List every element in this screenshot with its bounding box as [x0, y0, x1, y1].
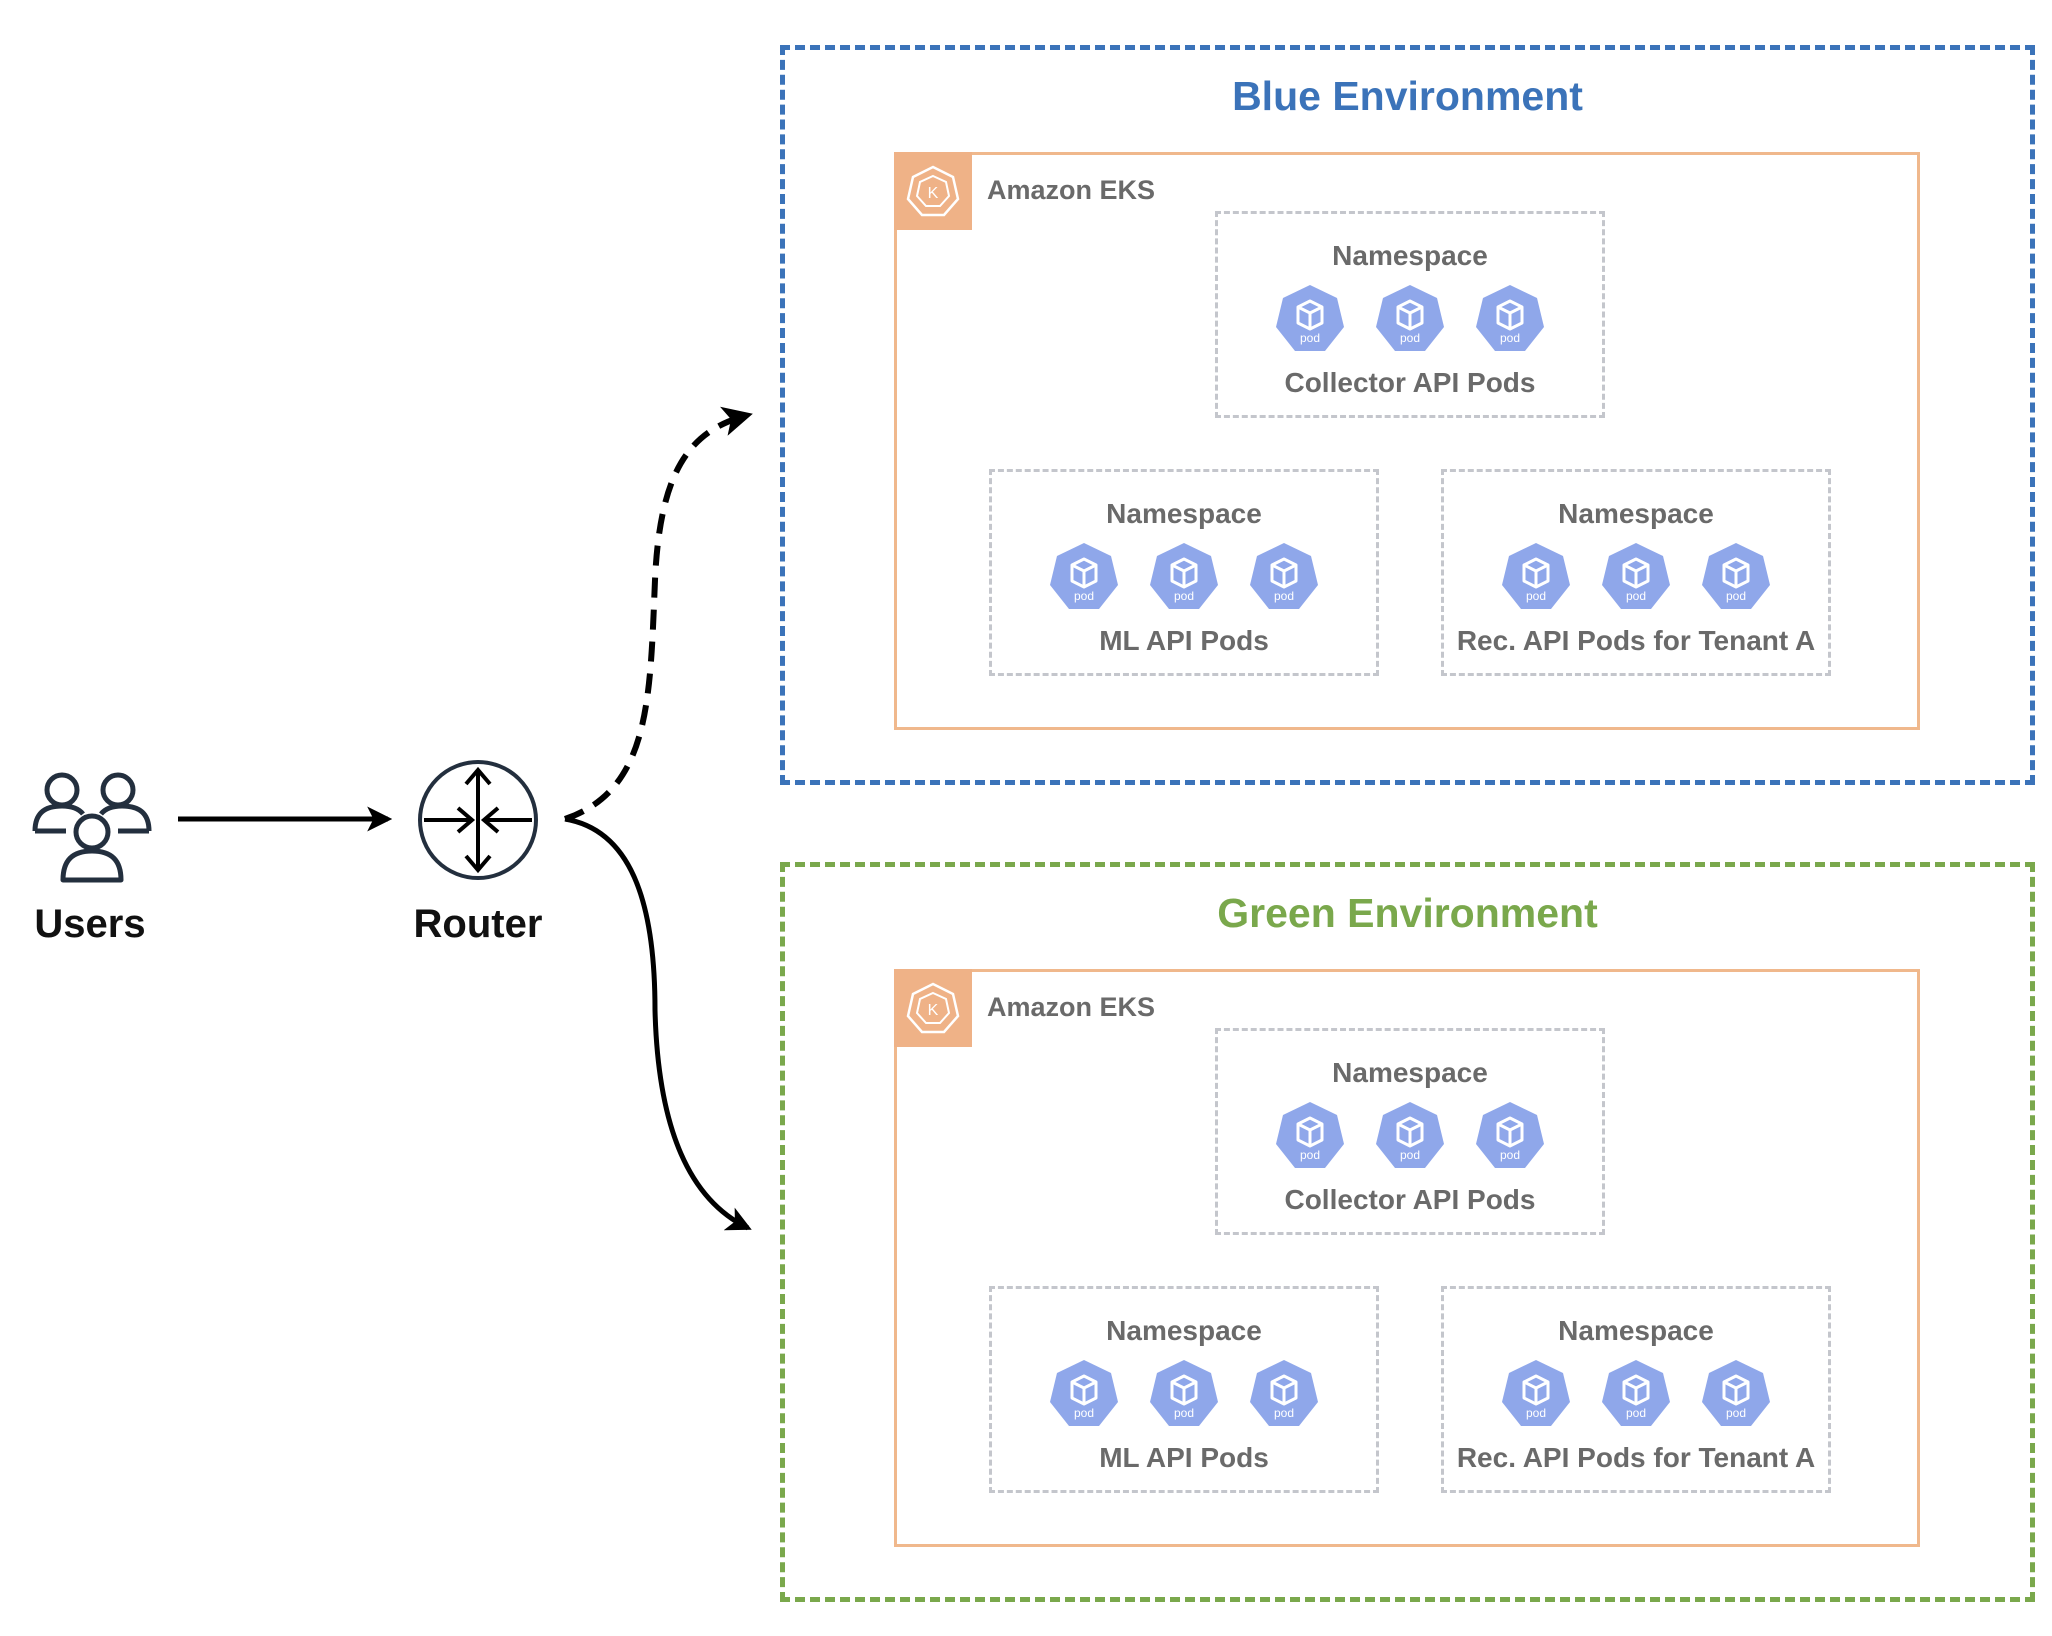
- namespace-collector: Namespace pod pod pod Collector API Pods: [1215, 1028, 1605, 1235]
- pod-group: pod pod pod: [1218, 283, 1602, 355]
- pod-icon: pod: [1274, 283, 1346, 355]
- pod-text: pod: [1625, 589, 1647, 603]
- pod-group: pod pod pod: [1218, 1100, 1602, 1172]
- pod-text: pod: [1499, 1148, 1521, 1162]
- pod-group: pod pod pod: [1444, 541, 1828, 613]
- eks-label: Amazon EKS: [987, 992, 1156, 1022]
- svg-text:K: K: [928, 1002, 939, 1019]
- namespace-label: Rec. API Pods for Tenant A: [1456, 1442, 1816, 1473]
- blue-environment: Blue Environment K Amazon EKS Namespace …: [780, 45, 2035, 785]
- pod-icon: pod: [1274, 1100, 1346, 1172]
- namespace-label: Collector API Pods: [1284, 1184, 1536, 1215]
- namespace-ml: Namespace pod pod pod ML API Pods: [989, 469, 1379, 676]
- pod-icon: pod: [1248, 1358, 1320, 1430]
- pod-text: pod: [1073, 1406, 1095, 1420]
- router-icon: [418, 760, 538, 880]
- pod-icon: pod: [1048, 1358, 1120, 1430]
- namespace-title: Namespace: [1106, 1315, 1262, 1346]
- pod-icon: pod: [1474, 1100, 1546, 1172]
- namespace-ml: Namespace pod pod pod ML API Pods: [989, 1286, 1379, 1493]
- router-label: Router: [413, 902, 543, 946]
- pod-group: pod pod pod: [992, 1358, 1376, 1430]
- svg-text:K: K: [928, 185, 939, 202]
- pod-group: pod pod pod: [1444, 1358, 1828, 1430]
- namespace-title: Namespace: [1332, 240, 1488, 271]
- pod-text: pod: [1399, 1148, 1421, 1162]
- pod-text: pod: [1499, 331, 1521, 345]
- kubernetes-icon: K: [906, 982, 960, 1034]
- users-label: Users: [34, 902, 146, 946]
- namespace-title: Namespace: [1106, 498, 1262, 529]
- namespace-rec: Namespace pod pod pod Rec. API Pods for …: [1441, 1286, 1831, 1493]
- pod-text: pod: [1625, 1406, 1647, 1420]
- eks-cluster-blue: K Amazon EKS Namespace pod pod pod Colle…: [894, 152, 1920, 730]
- pod-text: pod: [1399, 331, 1421, 345]
- pod-icon: pod: [1374, 1100, 1446, 1172]
- pod-icon: pod: [1500, 541, 1572, 613]
- pod-icon: pod: [1248, 541, 1320, 613]
- router-to-blue-arrow: [564, 406, 753, 822]
- namespace-label: ML API Pods: [1099, 625, 1269, 656]
- namespace-title: Namespace: [1558, 498, 1714, 529]
- pod-text: pod: [1525, 589, 1547, 603]
- namespace-title: Namespace: [1332, 1057, 1488, 1088]
- pod-text: pod: [1273, 1406, 1295, 1420]
- pod-icon: pod: [1148, 541, 1220, 613]
- pod-text: pod: [1273, 589, 1295, 603]
- namespace-collector: Namespace pod pod pod Collector API Pods: [1215, 211, 1605, 418]
- pod-icon: pod: [1600, 1358, 1672, 1430]
- blue-environment-title: Blue Environment: [1232, 73, 1583, 119]
- pod-text: pod: [1299, 1148, 1321, 1162]
- pod-text: pod: [1725, 589, 1747, 603]
- pod-text: pod: [1525, 1406, 1547, 1420]
- pod-text: pod: [1173, 1406, 1195, 1420]
- namespace-label: ML API Pods: [1099, 1442, 1269, 1473]
- pod-text: pod: [1725, 1406, 1747, 1420]
- namespace-label: Collector API Pods: [1284, 367, 1536, 398]
- eks-badge: K: [894, 152, 972, 230]
- pod-group: pod pod pod: [992, 541, 1376, 613]
- green-environment: Green Environment K Amazon EKS Namespace…: [780, 862, 2035, 1602]
- pod-icon: pod: [1600, 541, 1672, 613]
- pod-text: pod: [1299, 331, 1321, 345]
- pod-icon: pod: [1374, 283, 1446, 355]
- pod-text: pod: [1173, 589, 1195, 603]
- green-environment-title: Green Environment: [1217, 890, 1598, 936]
- kubernetes-icon: K: [906, 165, 960, 217]
- pod-icon: pod: [1148, 1358, 1220, 1430]
- pod-icon: pod: [1500, 1358, 1572, 1430]
- pod-icon: pod: [1700, 1358, 1772, 1430]
- pod-icon: pod: [1474, 283, 1546, 355]
- pod-icon: pod: [1700, 541, 1772, 613]
- pod-icon: pod: [1048, 541, 1120, 613]
- router-to-green-arrow: [564, 816, 752, 1231]
- namespace-label: Rec. API Pods for Tenant A: [1456, 625, 1816, 656]
- eks-cluster-green: K Amazon EKS Namespace pod pod pod Colle…: [894, 969, 1920, 1547]
- eks-badge: K: [894, 969, 972, 1047]
- eks-label: Amazon EKS: [987, 175, 1156, 205]
- namespace-rec: Namespace pod pod pod Rec. API Pods for …: [1441, 469, 1831, 676]
- users-icon: [32, 772, 152, 883]
- namespace-title: Namespace: [1558, 1315, 1714, 1346]
- pod-text: pod: [1073, 589, 1095, 603]
